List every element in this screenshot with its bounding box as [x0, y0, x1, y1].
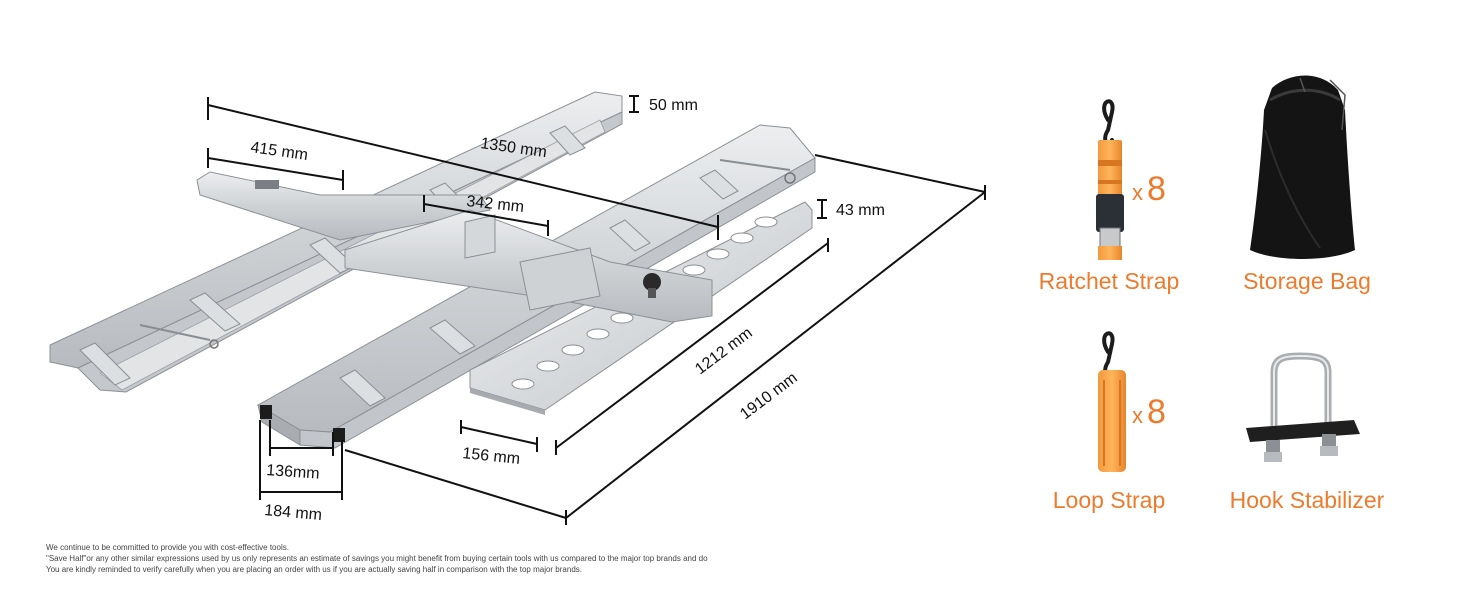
disclaimer-line: We continue to be committed to provide y… — [46, 543, 289, 552]
dim-label-43: 43 mm — [836, 202, 885, 219]
dim-label-1212: 1212 mm — [692, 324, 756, 378]
disclaimer-line: "Save Half"or any other similar expressi… — [46, 554, 708, 563]
motorcycle-carrier — [49, 91, 816, 449]
hitch-frame — [196, 171, 713, 323]
ratchet-strap-icon — [1096, 99, 1124, 260]
hook-stabilizer-icon — [1246, 352, 1360, 462]
dimension-lines — [207, 95, 986, 525]
dim-label-184: 184 mm — [264, 502, 323, 524]
ratchet-strap-quantity-value: 8 — [1147, 170, 1166, 208]
dim-label-50: 50 mm — [649, 97, 698, 114]
dim-label-415: 415 mm — [249, 139, 309, 164]
storage-bag-icon — [1250, 75, 1355, 259]
disclaimer: We continue to be committed to provide y… — [46, 542, 946, 575]
loop-strap-icon — [1098, 331, 1126, 472]
disclaimer-line: You are kindly reminded to verify carefu… — [46, 565, 582, 574]
storage-bag-label: Storage Bag — [1243, 268, 1371, 294]
dim-label-156: 156 mm — [462, 445, 521, 468]
dim-label-342: 342 mm — [466, 193, 525, 216]
ratchet-strap-label: Ratchet Strap — [1038, 268, 1180, 294]
loop-strap-label: Loop Strap — [1052, 487, 1166, 513]
ratchet-strap-quantity-prefix: x — [1132, 180, 1143, 205]
dim-label-136: 136mm — [266, 462, 320, 483]
hook-stabilizer-label: Hook Stabilizer — [1229, 487, 1385, 513]
loop-strap-quantity-prefix: x — [1132, 403, 1143, 428]
loop-strap-quantity-value: 8 — [1147, 393, 1166, 431]
